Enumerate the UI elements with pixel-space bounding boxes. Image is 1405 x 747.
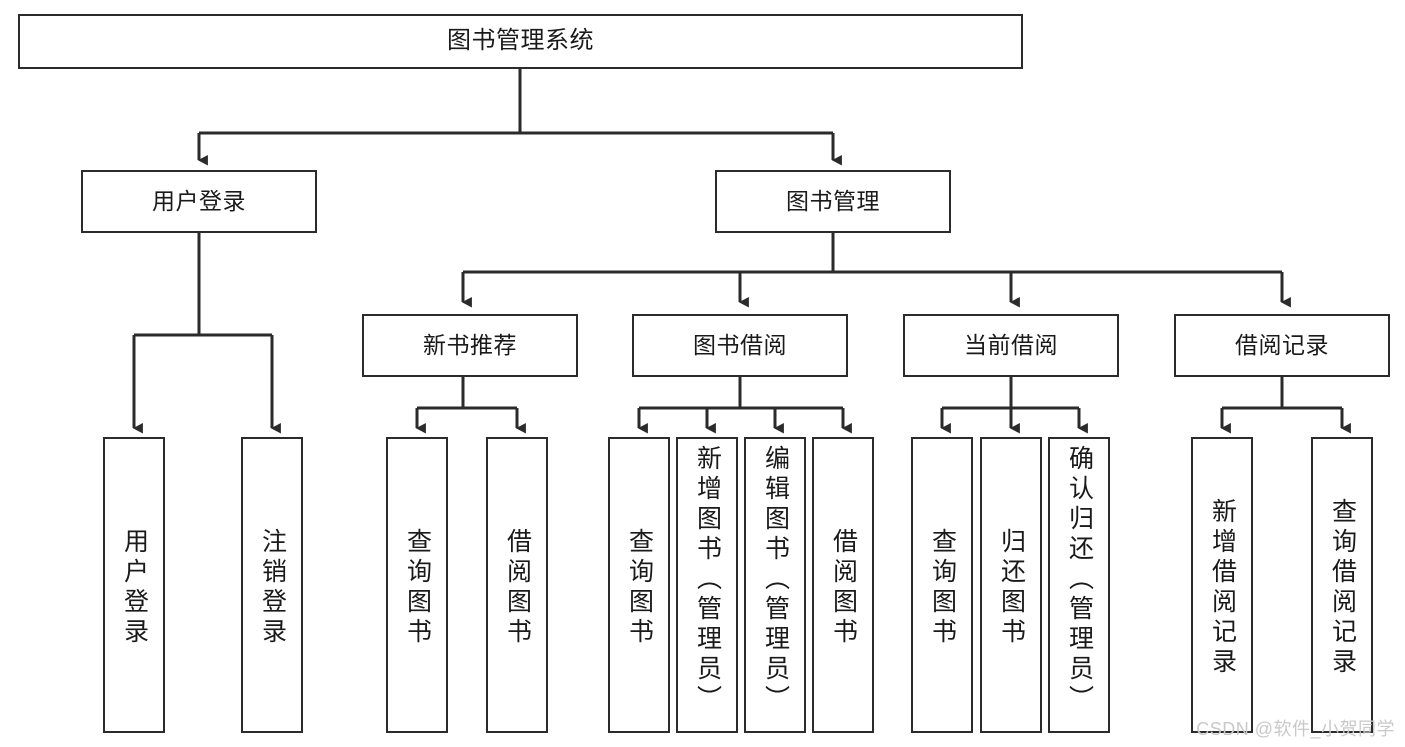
leaf-user-login-signout[interactable]: 注销登录 — [241, 437, 303, 733]
node-root-book-management-system[interactable]: 图书管理系统 — [18, 14, 1023, 69]
node-book-management[interactable]: 图书管理 — [715, 170, 951, 233]
node-label: 新书推荐 — [423, 331, 517, 358]
node-label: 图书管理系统 — [447, 27, 594, 55]
node-label: 查询图书 — [625, 528, 654, 648]
node-label: 编辑图书（管理员） — [761, 445, 790, 715]
node-label: 当前借阅 — [964, 331, 1058, 358]
node-label: 用户登录 — [152, 187, 246, 214]
node-label: 归还图书 — [997, 528, 1026, 648]
node-label: 新增借阅记录 — [1208, 498, 1237, 678]
leaf-new-book-borrow[interactable]: 借阅图书 — [486, 437, 548, 733]
leaf-borrow-record-add[interactable]: 新增借阅记录 — [1191, 437, 1253, 733]
node-user-login[interactable]: 用户登录 — [81, 170, 317, 233]
leaf-user-login-signin[interactable]: 用户登录 — [103, 437, 165, 733]
node-borrowing-record[interactable]: 借阅记录 — [1174, 314, 1390, 377]
node-label: 注销登录 — [258, 528, 287, 648]
leaf-book-borrow-borrow[interactable]: 借阅图书 — [812, 437, 874, 733]
leaf-book-borrow-edit[interactable]: 编辑图书（管理员） — [744, 437, 806, 733]
node-label: 查询借阅记录 — [1328, 498, 1357, 678]
leaf-book-borrow-add[interactable]: 新增图书（管理员） — [676, 437, 738, 733]
leaf-current-borrow-query[interactable]: 查询图书 — [911, 437, 973, 733]
node-label: 查询图书 — [928, 528, 957, 648]
node-label: 新增图书（管理员） — [693, 445, 722, 715]
leaf-new-book-query[interactable]: 查询图书 — [386, 437, 448, 733]
leaf-current-borrow-confirm-return[interactable]: 确认归还（管理员） — [1048, 437, 1110, 733]
node-new-book-recommendation[interactable]: 新书推荐 — [362, 314, 578, 377]
node-book-borrowing[interactable]: 图书借阅 — [632, 314, 848, 377]
connector-lines — [132, 69, 1351, 434]
leaf-current-borrow-return[interactable]: 归还图书 — [980, 437, 1042, 733]
node-label: 图书借阅 — [693, 331, 787, 358]
leaf-book-borrow-query[interactable]: 查询图书 — [608, 437, 670, 733]
node-label: 借阅记录 — [1235, 331, 1329, 358]
node-label: 确认归还（管理员） — [1065, 445, 1094, 715]
node-label: 查询图书 — [403, 528, 432, 648]
node-label: 图书管理 — [786, 187, 880, 214]
leaf-borrow-record-query[interactable]: 查询借阅记录 — [1311, 437, 1373, 733]
node-label: 借阅图书 — [503, 528, 532, 648]
node-current-borrowing[interactable]: 当前借阅 — [903, 314, 1119, 377]
node-label: 用户登录 — [120, 528, 149, 648]
node-label: 借阅图书 — [829, 528, 858, 648]
